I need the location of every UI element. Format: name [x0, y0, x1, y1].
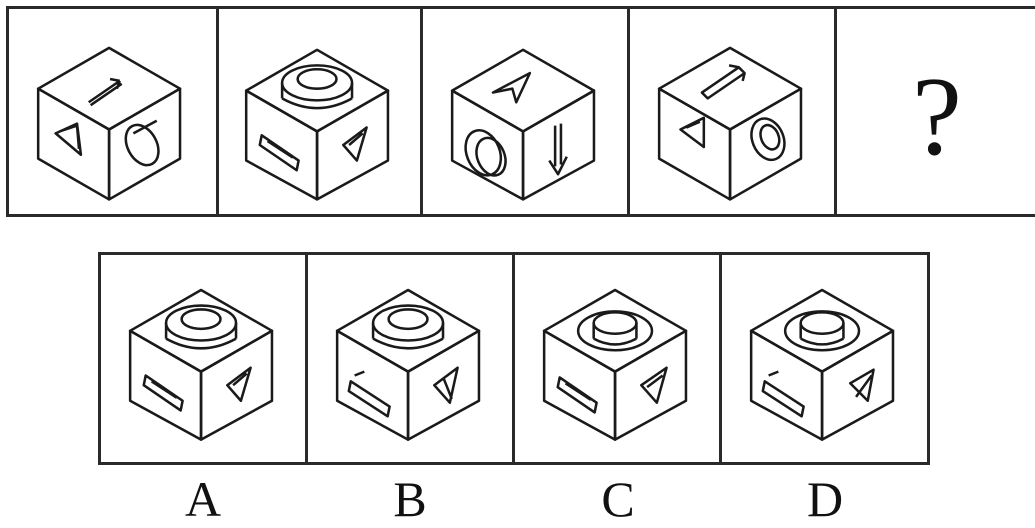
option-b[interactable]: [305, 252, 515, 465]
cube-option-d: [722, 255, 927, 462]
cube-figure-1: [9, 9, 216, 214]
figure-2: [216, 6, 423, 217]
option-label-b: B: [380, 474, 440, 524]
cube-figure-4: [630, 9, 834, 214]
option-label-a: A: [173, 474, 233, 524]
figure-3: [420, 6, 630, 217]
option-label-d: D: [795, 474, 855, 524]
option-label-c: C: [588, 474, 648, 524]
cube-option-a: [101, 255, 305, 462]
option-a[interactable]: [98, 252, 308, 465]
cube-option-b: [308, 255, 512, 462]
option-d[interactable]: [719, 252, 930, 465]
unknown-figure: ?: [834, 6, 1035, 217]
cube-option-c: [515, 255, 719, 462]
cube-figure-2: [219, 9, 420, 214]
question-mark: ?: [837, 61, 1035, 173]
cube-figure-3: [423, 9, 627, 214]
option-c[interactable]: [512, 252, 722, 465]
figure-1: [6, 6, 219, 217]
figure-4: [627, 6, 837, 217]
